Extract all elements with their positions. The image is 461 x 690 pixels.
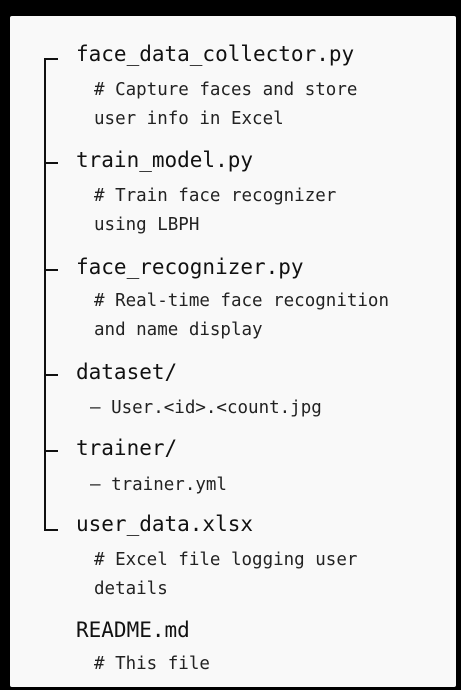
file-comment-train-model: # Train face recognizer using LBPH [94,186,337,235]
file-name-readme: README.md [76,618,190,642]
file-name-face-recognizer: face_recognizer.py [76,255,304,279]
file-name-face-data-collector: face_data_collector.py [76,42,355,66]
file-tree-panel [10,16,456,687]
folder-name-trainer: trainer/ [76,436,178,460]
tree-branch-line [44,58,58,60]
tree-branch-line [44,269,58,271]
tree-branch-line [44,450,58,452]
tree-branch-line [44,374,58,376]
tree-branch-line [44,529,58,531]
file-comment-user-data: # Excel file logging user details [94,550,358,599]
file-comment-face-recognizer: # Real-time face recognition and name di… [94,291,390,340]
file-name-train-model: train_model.py [76,148,254,172]
folder-name-dataset: dataset/ [76,360,178,384]
tree-trunk-line [44,58,46,531]
file-comment-face-data-collector: # Capture faces and store user info in E… [94,80,358,129]
folder-content-dataset: — User.<id>.<count.jpg [90,398,322,418]
tree-branch-line [44,162,58,164]
file-comment-readme: # This file [94,654,210,674]
file-name-user-data: user_data.xlsx [76,512,254,536]
folder-content-trainer: — trainer.yml [90,475,227,495]
